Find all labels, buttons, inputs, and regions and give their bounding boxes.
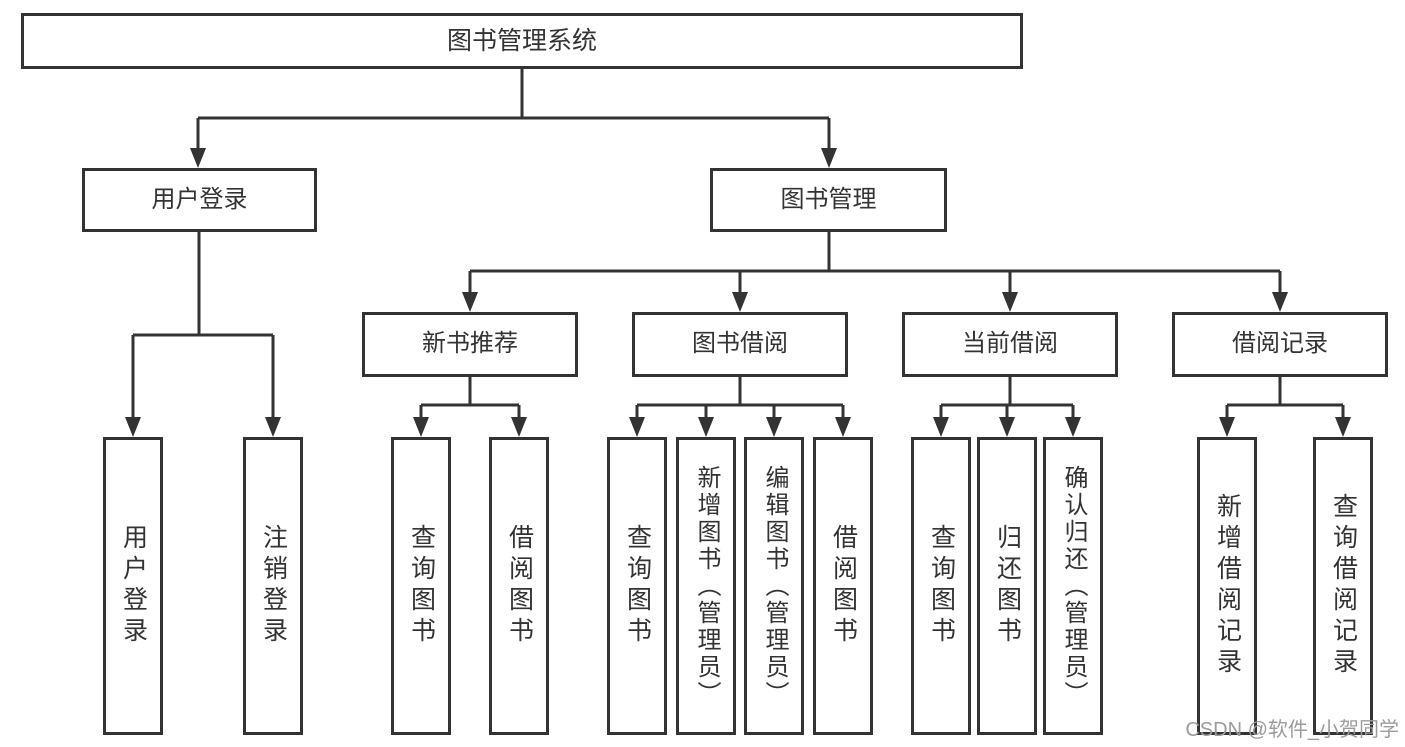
leaf-edit-books-admin: 编辑图书（管理员） [744,437,804,735]
arrow-down-icon [1335,417,1351,437]
arrow-down-icon [125,417,141,437]
arrow-down-icon [999,417,1015,437]
arrow-down-icon [732,292,748,312]
leaf-borrow-books-recommend: 借阅图书 [489,437,549,735]
leaf-user-login: 用户登录 [103,437,163,735]
arrow-down-icon [1219,417,1235,437]
arrow-down-icon [1065,417,1081,437]
arrow-down-icon [413,417,429,437]
node-root-system: 图书管理系统 [21,13,1023,69]
leaf-logout: 注销登录 [243,437,303,735]
arrow-down-icon [190,148,206,168]
leaf-borrow-books: 借阅图书 [813,437,873,735]
node-borrow-record: 借阅记录 [1172,312,1388,377]
connector-borrow-record-children [1225,377,1345,421]
arrow-down-icon [1272,292,1288,312]
arrow-down-icon [698,417,714,437]
arrow-down-icon [1002,292,1018,312]
leaf-return-books: 归还图书 [977,437,1037,735]
arrow-down-icon [265,417,281,437]
connector-current-borrow-children [939,377,1075,421]
node-book-management: 图书管理 [710,168,947,232]
node-new-book-recommend: 新书推荐 [362,312,578,377]
connector-root-to-level2 [196,69,831,152]
leaf-query-borrow-record: 查询借阅记录 [1313,437,1373,735]
connector-user-login-children [131,232,275,421]
arrow-down-icon [933,417,949,437]
arrow-down-icon [629,417,645,437]
node-current-borrow: 当前借阅 [902,312,1118,377]
leaf-query-books-recommend: 查询图书 [391,437,451,735]
leaf-confirm-return-admin: 确认归还（管理员） [1043,437,1103,735]
node-book-borrow: 图书借阅 [632,312,848,377]
arrow-down-icon [835,417,851,437]
leaf-query-books-borrow: 查询图书 [607,437,667,735]
arrow-down-icon [462,292,478,312]
leaf-query-books-current: 查询图书 [911,437,971,735]
connector-book-borrow-children [635,377,845,421]
connector-new-book-children [419,377,521,421]
node-user-login: 用户登录 [82,168,317,232]
arrow-down-icon [821,148,837,168]
leaf-add-borrow-record: 新增借阅记录 [1197,437,1257,735]
arrow-down-icon [766,417,782,437]
leaf-add-books-admin: 新增图书（管理员） [676,437,736,735]
arrow-down-icon [511,417,527,437]
csdn-watermark: CSDN @软件_小贺同学 [1185,719,1399,741]
connector-book-management-children [468,232,1282,296]
